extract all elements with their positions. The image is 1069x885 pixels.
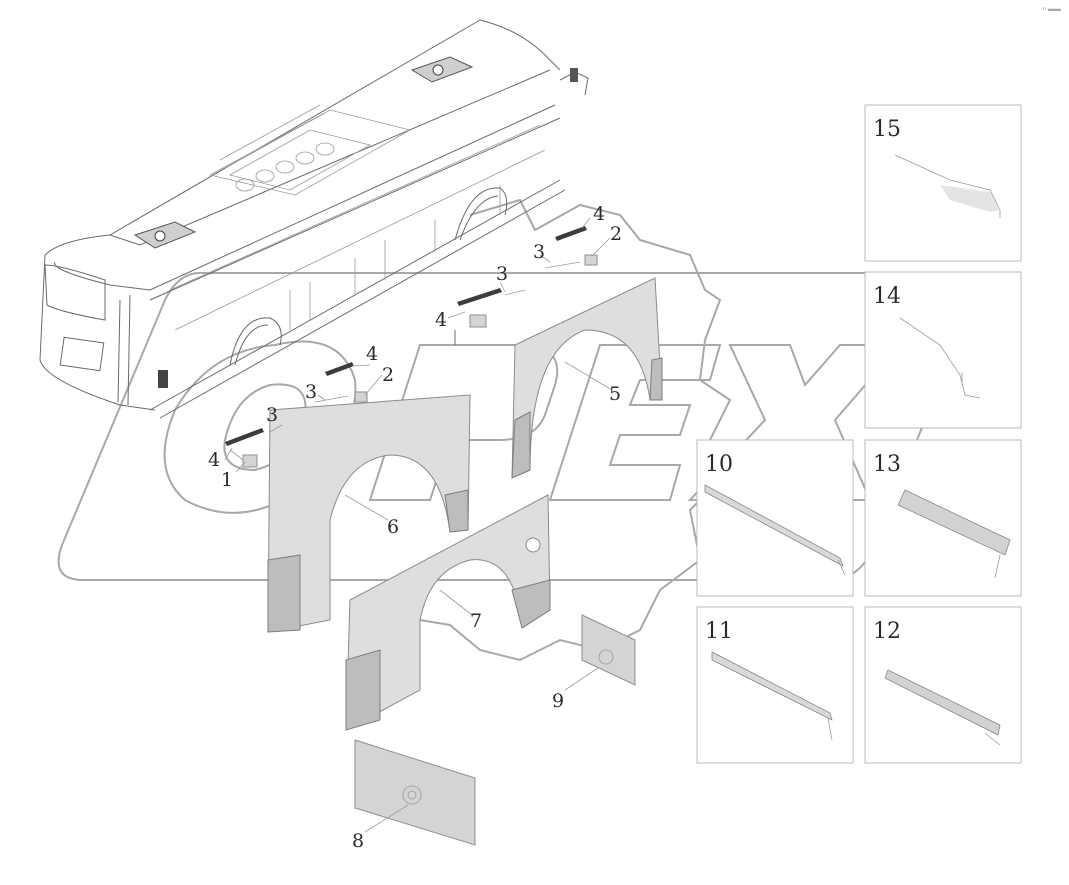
roof-ac-unit — [208, 104, 412, 196]
leader-lines — [224, 217, 613, 833]
roof-hatch-front — [133, 221, 197, 249]
access-panel-9 — [581, 614, 636, 686]
callout-4b: 4 — [366, 343, 378, 365]
detail-box-11-label: 11 — [705, 619, 733, 644]
roof-hatch-rear — [410, 56, 474, 83]
detail-box-10: 10 — [696, 439, 854, 597]
callout-numbers: 1 4 3 3 4 2 4 3 3 4 2 5 6 7 8 9 — [208, 203, 622, 852]
callout-3d: 3 — [533, 241, 545, 263]
callout-4c: 4 — [435, 309, 447, 331]
fender-panel-7 — [345, 494, 551, 731]
callout-1: 1 — [221, 469, 233, 491]
fender-panel-6 — [267, 394, 471, 633]
corner-mark: ⁿ ═══ — [1043, 6, 1061, 14]
callout-4a: 4 — [208, 449, 220, 471]
detail-box-12: 12 — [864, 606, 1022, 764]
detail-box-10-label: 10 — [705, 452, 733, 477]
callout-2b: 2 — [610, 223, 622, 245]
detail-box-15: 15 — [864, 104, 1022, 262]
callout-2a: 2 — [382, 364, 394, 386]
callout-3c: 3 — [496, 263, 508, 285]
callout-9: 9 — [552, 690, 564, 712]
callout-4d: 4 — [593, 203, 605, 225]
callout-5: 5 — [609, 383, 621, 405]
detail-box-13-label: 13 — [873, 452, 901, 477]
access-panel-8 — [354, 739, 476, 846]
side-mirror — [559, 68, 589, 96]
detail-box-11: 11 — [696, 606, 854, 764]
fastener-cluster-middle — [454, 226, 598, 345]
fender-panel-5 — [511, 277, 663, 479]
callout-3a: 3 — [266, 404, 278, 426]
detail-box-12-label: 12 — [873, 619, 901, 644]
detail-box-15-label: 15 — [873, 117, 901, 142]
detail-box-13: 13 — [864, 439, 1022, 597]
bus-body — [39, 19, 589, 419]
callout-3b: 3 — [305, 381, 317, 403]
callout-6: 6 — [387, 516, 399, 538]
detail-box-14-label: 14 — [873, 284, 901, 309]
callout-7: 7 — [470, 610, 482, 632]
detail-box-14: 14 — [864, 271, 1022, 429]
callout-8: 8 — [352, 830, 364, 852]
